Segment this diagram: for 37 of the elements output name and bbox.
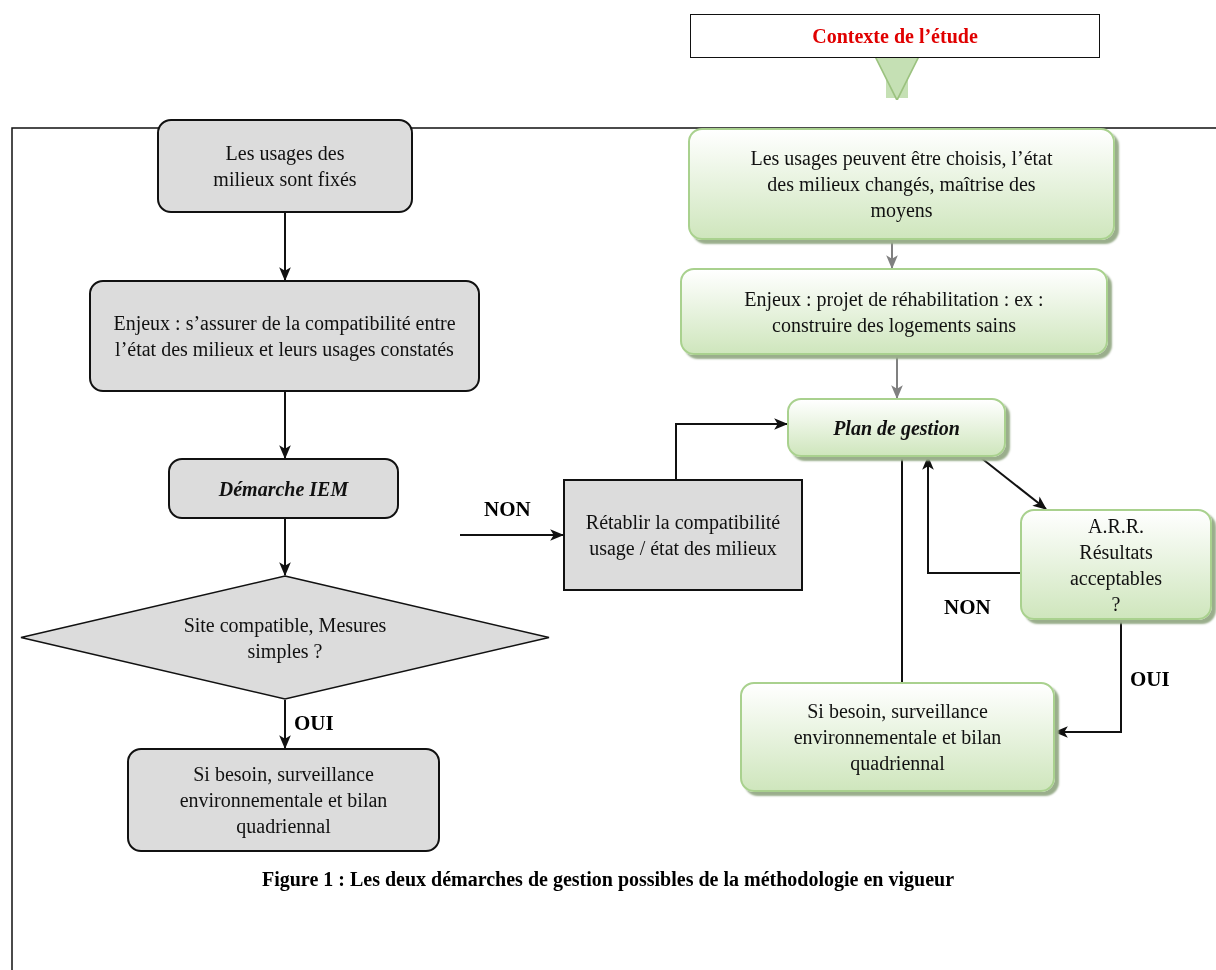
node-text: Site compatible, Mesures simples ?	[182, 612, 388, 664]
node-text: Les usages peuvent être choisis, l’état des milieux changés, maîtrise des moyens	[749, 146, 1054, 223]
process-box	[1020, 509, 1212, 620]
arrow	[279, 212, 291, 282]
process-box	[563, 479, 803, 591]
node-text: Les usages des milieux sont fixés	[212, 141, 358, 192]
process-box	[680, 268, 1108, 355]
node-text: Si besoin, surveillance environnementale et bilan quadriennal	[792, 699, 1003, 776]
node-text: Démarche IEM	[217, 476, 350, 502]
node-text: Rétablir la compatibilité usage / état des milieux	[584, 510, 782, 561]
process-box	[688, 128, 1115, 240]
node-text: Plan de gestion	[832, 415, 961, 441]
decision-diamond	[20, 575, 550, 700]
node-text: Enjeux : s’assurer de la compatibilité entre l’état des milieux et leurs usages constatés	[112, 311, 457, 362]
process-box	[127, 748, 440, 852]
node-text: Enjeux : projet de réhabilitation : ex : construire des logements sains	[743, 286, 1045, 338]
process-box	[740, 682, 1055, 792]
node-text: Si besoin, surveillance environnementale et bilan quadriennal	[178, 762, 389, 839]
title-box	[690, 14, 1100, 58]
process-box	[787, 398, 1006, 457]
arrow	[886, 239, 898, 270]
arrow	[675, 418, 789, 480]
node-text: A.R.R. Résultats acceptables ?	[1068, 513, 1164, 617]
arrow	[1053, 619, 1122, 738]
process-box	[89, 280, 480, 392]
process-box	[168, 458, 399, 519]
arrow	[922, 455, 1021, 574]
connector-line	[901, 456, 903, 683]
process-box	[157, 119, 413, 213]
arrow	[279, 391, 291, 460]
arrow	[279, 699, 291, 750]
arrow	[279, 518, 291, 577]
arrow	[979, 456, 1047, 510]
arrow	[459, 529, 565, 541]
arrow	[891, 354, 903, 400]
figure-caption: Figure 1 : Les deux démarches de gestion possibles de la méthodologie en vigueur	[260, 868, 955, 891]
node-text: Contexte de l’étude	[811, 24, 979, 49]
